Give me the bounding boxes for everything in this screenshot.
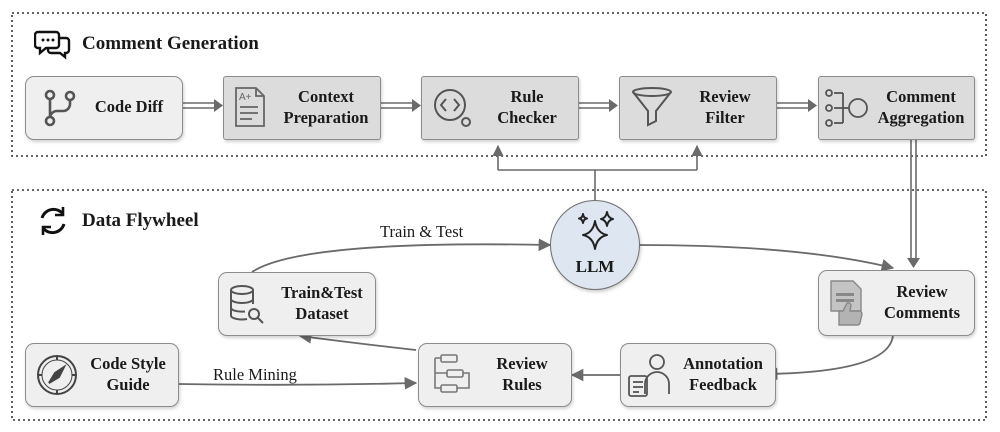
svg-text:A+: A+ [239,92,252,103]
llm-node: LLM [550,200,640,290]
comment-generation-frame [11,12,987,157]
double-arrow-1 [183,99,223,112]
review-filter-label-line1: Review [699,87,751,106]
rule-checker-label-line1: Rule [510,87,544,106]
compass-icon [34,352,80,403]
train-test-edge-label: Train & Test [380,222,464,241]
git-branch-icon [40,87,80,134]
double-arrow-3 [578,99,618,112]
rule-mining-arrow [177,376,418,390]
rules-flow-icon [427,352,477,403]
llm-to-checkers [492,144,703,200]
aggregation-label-line2: Aggregation [877,108,965,127]
sparkles-icon [573,209,619,260]
review-rules-box: Review Rules [418,343,572,407]
aggregation-label-line1: Comment [886,87,956,106]
document-thumbsup-icon [825,279,871,332]
double-arrow-4 [777,99,817,112]
comment-generation-title: Comment Generation [82,33,259,54]
train-test-arrow [251,238,552,273]
review-comments-label-line2: Comments [883,303,961,322]
aggregation-icon [823,85,869,136]
chat-bubbles-icon [33,27,72,66]
context-label-line2: Preparation [283,108,369,127]
review-comments-to-annotation-arrow [764,334,894,381]
annotation-label-line1: Annotation [683,354,763,373]
review-filter-label-line2: Filter [705,108,745,127]
data-flywheel-title: Data Flywheel [82,210,199,231]
review-filter-box: Review Filter [619,76,777,140]
code-diff-label: Code Diff [94,97,164,116]
rule-checker-label-line2: Checker [497,108,557,127]
comment-aggregation-box: Comment Aggregation [818,76,975,140]
aggregation-to-review-comments [907,140,920,268]
rule-checker-box: Rule Checker [421,76,579,140]
review-comments-label-line1: Review [896,282,948,301]
train-test-dataset-box: Train&Test Dataset [218,272,376,336]
refresh-cycle-icon [36,204,70,243]
double-arrow-2 [381,99,421,112]
user-feedback-icon [625,350,675,405]
llm-to-review-comments-arrow [637,244,895,272]
context-label-line1: Context [298,87,354,106]
code-style-guide-box: Code Style Guide [25,343,179,407]
review-rules-label-line1: Review [496,354,548,373]
style-guide-label-line2: Guide [106,375,150,394]
llm-label: LLM [575,257,615,276]
database-search-icon [227,283,267,332]
rules-to-dataset-arrow [298,331,417,351]
document-edit-icon: A+ [232,85,268,134]
funnel-icon [630,85,674,136]
review-rules-label-line2: Rules [502,375,542,394]
rule-mining-edge-label: Rule Mining [213,365,297,384]
dataset-label-line1: Train&Test [281,283,363,302]
dataset-label-line2: Dataset [295,304,349,323]
style-guide-label-line1: Code Style [90,354,166,373]
code-search-icon [430,85,476,136]
data-flywheel-frame [11,189,987,421]
review-comments-box: Review Comments [818,270,975,336]
code-diff-box: Code Diff [25,76,183,140]
annotation-feedback-box: Annotation Feedback [620,343,776,407]
annotation-label-line2: Feedback [689,375,757,394]
context-preparation-box: A+ Context Preparation [223,76,381,140]
